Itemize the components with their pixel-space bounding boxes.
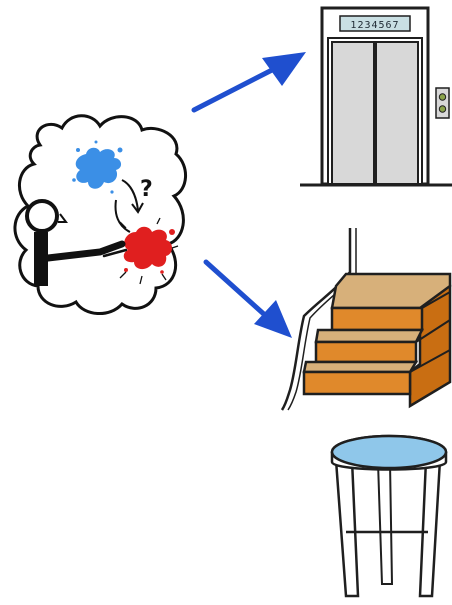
stairs-icon xyxy=(282,228,450,410)
stool-icon xyxy=(332,436,446,596)
question-mark: ? xyxy=(140,177,153,202)
elevator-floor-display: 1234567 xyxy=(350,20,399,31)
elevator-call-buttons-icon xyxy=(436,88,449,118)
arrow-to-elevator-icon xyxy=(194,52,306,110)
choice-icon: ? xyxy=(15,116,186,314)
elevator-icon: 1234567 xyxy=(300,8,452,185)
arrow-to-stairs-icon xyxy=(206,262,292,338)
